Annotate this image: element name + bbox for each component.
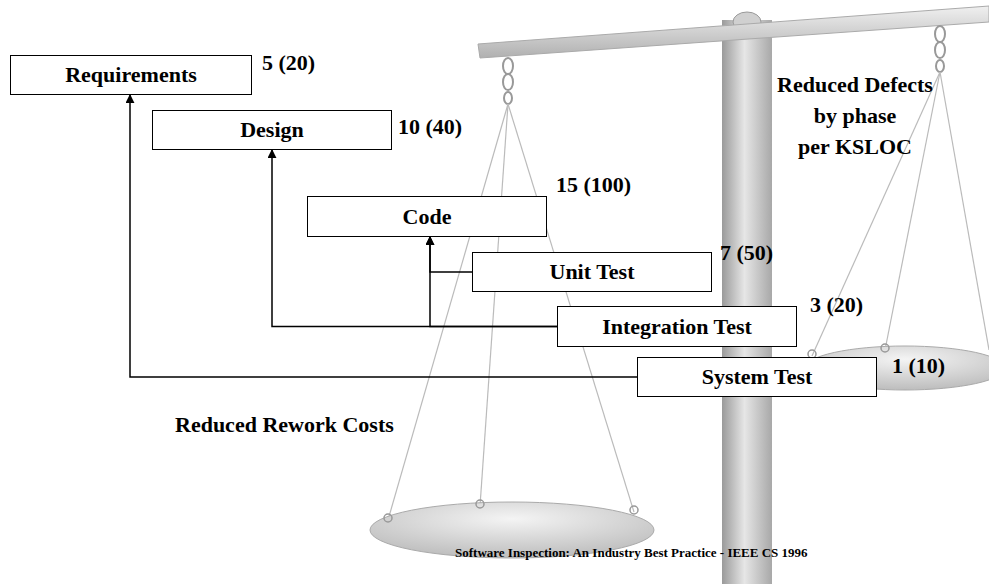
- box-label: Unit Test: [550, 259, 635, 285]
- process-box: Unit Test: [472, 252, 712, 292]
- box-label: Design: [240, 117, 304, 143]
- rework-caption: Reduced Rework Costs: [175, 412, 394, 438]
- scale-caption: Reduced Defects: [755, 72, 955, 98]
- scale-pole: [722, 20, 772, 584]
- scale-strings: [388, 72, 989, 520]
- defect-count: 7 (50): [720, 240, 773, 266]
- defect-count: 10 (40): [398, 114, 462, 140]
- rework-arrow: [272, 150, 557, 327]
- process-box: Design: [152, 110, 392, 150]
- defect-count: 5 (20): [262, 50, 315, 76]
- scale-caption: by phase: [755, 103, 955, 129]
- process-box: System Test: [637, 357, 877, 397]
- box-label: Code: [403, 204, 452, 230]
- defect-count: 1 (10): [892, 353, 945, 379]
- scale-beam: [478, 6, 989, 58]
- box-label: Requirements: [65, 62, 197, 88]
- source-note: Software Inspection: An Industry Best Pr…: [455, 545, 808, 561]
- box-label: System Test: [702, 364, 813, 390]
- process-box: Code: [307, 196, 547, 237]
- rework-arrow: [430, 237, 472, 272]
- scale-caption: per KSLOC: [755, 134, 955, 160]
- process-box: Requirements: [10, 55, 252, 95]
- defect-count: 15 (100): [556, 172, 631, 198]
- defect-count: 3 (20): [810, 292, 863, 318]
- box-label: Integration Test: [602, 314, 752, 340]
- process-box: Integration Test: [557, 306, 797, 347]
